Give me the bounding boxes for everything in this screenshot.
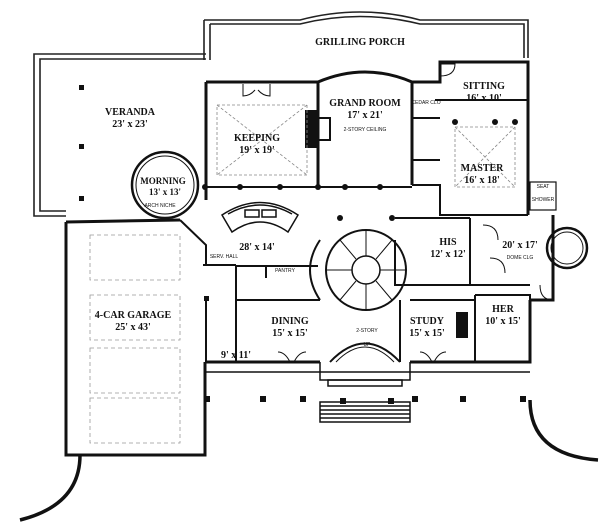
pantry-label: PANTRY (275, 268, 295, 274)
veranda-size: 23' x 23' (112, 119, 148, 130)
cedar-clo-label: CEDAR CLO (411, 100, 440, 106)
shower-label: SHOWER (532, 197, 555, 203)
keeping-ceiling-beams (216, 104, 308, 176)
garage-label: 4-CAR GARAGE (95, 310, 172, 321)
study-label: STUDY (410, 316, 445, 327)
grilling-porch-label: GRILLING PORCH (315, 37, 405, 48)
veranda-rail (33, 53, 206, 217)
his-label: HIS (439, 237, 457, 248)
room-labels: GRILLING PORCH VERANDA 23' x 23' KEEPING… (95, 37, 538, 361)
serv-hall-label: SERV. HALL (210, 254, 239, 260)
dome-bay (545, 226, 589, 270)
morning-bay (130, 150, 200, 220)
arch-niche-label: ARCH NICHE (144, 203, 176, 209)
seat-label: SEAT (537, 184, 550, 190)
master-size: 16' x 18' (464, 175, 500, 186)
his-size: 12' x 12' (430, 249, 466, 260)
veranda-label: VERANDA (105, 107, 156, 118)
her-size: 10' x 15' (485, 316, 521, 327)
two-story-label: 2-STORY (356, 328, 378, 334)
shower-box (529, 181, 557, 211)
grand-room-label: GRAND ROOM (329, 98, 401, 109)
exterior-curves (19, 399, 599, 522)
study-size: 15' x 15' (409, 328, 445, 339)
master-bath-size: 20' x 17' (502, 240, 538, 251)
small-labels: CEDAR CLO ARCH NICHE SERV. HALL PANTRY 2… (144, 100, 554, 348)
sitting-size: 16' x 10' (466, 93, 502, 104)
morning-label: MORNING (140, 176, 186, 186)
up-label: UP (364, 342, 372, 348)
garage-size: 25' x 43' (115, 322, 151, 333)
columns (79, 85, 526, 404)
dining-label: DINING (271, 316, 308, 327)
kitchen-size: 28' x 14' (239, 242, 275, 253)
front-porch (205, 362, 530, 423)
master-label: MASTER (461, 163, 505, 174)
fireplaces (305, 110, 468, 338)
garage-bays (89, 234, 181, 444)
spiral-staircase (309, 229, 407, 311)
keeping-label: KEEPING (234, 133, 280, 144)
grand-room-note: 2-STORY CEILING (344, 127, 387, 133)
master-ceiling-pattern (454, 126, 516, 188)
door-swings (242, 63, 554, 363)
dining-size: 15' x 15' (272, 328, 308, 339)
grilling-porch-rail (203, 11, 529, 60)
keeping-size: 19' x 19' (239, 145, 275, 156)
grand-room-size: 17' x 21' (347, 110, 383, 121)
kitchen-island (220, 201, 300, 234)
small-room-size: 9' x 11' (221, 350, 251, 361)
morning-size: 13' x 13' (149, 187, 181, 197)
sitting-label: SITTING (463, 81, 505, 92)
dome-clg-label: DOME CLG (507, 255, 534, 261)
her-label: HER (492, 304, 514, 315)
entry-arch (329, 342, 401, 363)
